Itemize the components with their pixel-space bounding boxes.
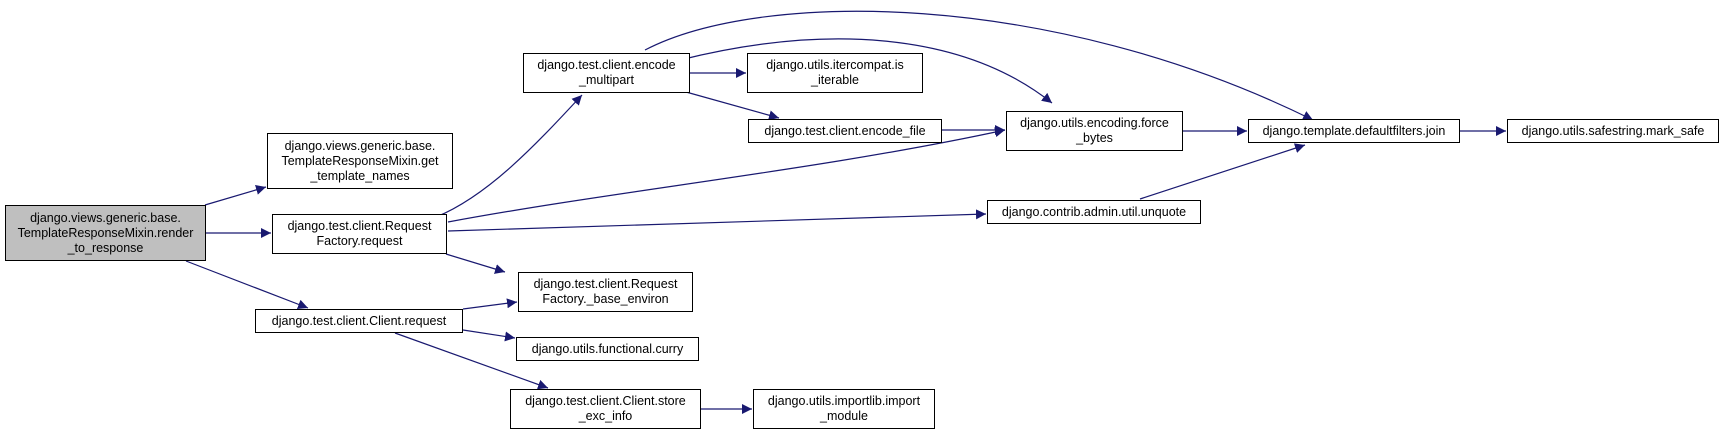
- edge-encode-multipart-to-encode-file: [685, 91, 780, 121]
- edge-render-to-get-template-names: [204, 185, 267, 206]
- edge-encode-multipart-to-force-bytes: [679, 38, 1053, 104]
- node-mark-safe[interactable]: django.utils.safestring.mark_safe: [1507, 119, 1719, 143]
- edge-rf-request-to-encode-multipart: [435, 94, 583, 218]
- node-base-environ[interactable]: django.test.client.Request Factory._base…: [518, 272, 693, 312]
- edge-rf-request-to-base-environ: [445, 253, 506, 274]
- node-get-template-names[interactable]: django.views.generic.base. TemplateRespo…: [267, 133, 453, 189]
- node-join[interactable]: django.template.defaultfilters.join: [1248, 119, 1460, 143]
- node-store-exc-info[interactable]: django.test.client.Client.store _exc_inf…: [510, 389, 701, 429]
- edge-client-request-to-curry: [462, 329, 516, 342]
- edge-client-request-to-base-environ: [462, 298, 518, 310]
- edge-rf-request-to-unquote: [447, 209, 987, 232]
- node-import-module[interactable]: django.utils.importlib.import _module: [753, 389, 935, 429]
- edge-client-request-to-store-exc-info: [394, 332, 549, 390]
- node-rf-request[interactable]: django.test.client.Request Factory.reque…: [272, 214, 447, 254]
- node-encode-multipart[interactable]: django.test.client.encode _multipart: [523, 53, 690, 93]
- edge-encode-multipart-to-join: [644, 10, 1314, 121]
- node-client-request[interactable]: django.test.client.Client.request: [255, 309, 463, 333]
- node-is-iterable[interactable]: django.utils.itercompat.is _iterable: [747, 53, 923, 93]
- edge-rf-request-to-force-bytes: [447, 127, 1006, 223]
- node-render-to-response[interactable]: django.views.generic.base. TemplateRespo…: [5, 205, 206, 261]
- node-encode-file[interactable]: django.test.client.encode_file: [748, 119, 942, 143]
- edge-unquote-to-join: [1139, 143, 1306, 200]
- node-curry[interactable]: django.utils.functional.curry: [516, 337, 699, 361]
- edge-render-to-client-request: [185, 260, 309, 310]
- node-force-bytes[interactable]: django.utils.encoding.force _bytes: [1006, 111, 1183, 151]
- node-unquote[interactable]: django.contrib.admin.util.unquote: [987, 200, 1201, 224]
